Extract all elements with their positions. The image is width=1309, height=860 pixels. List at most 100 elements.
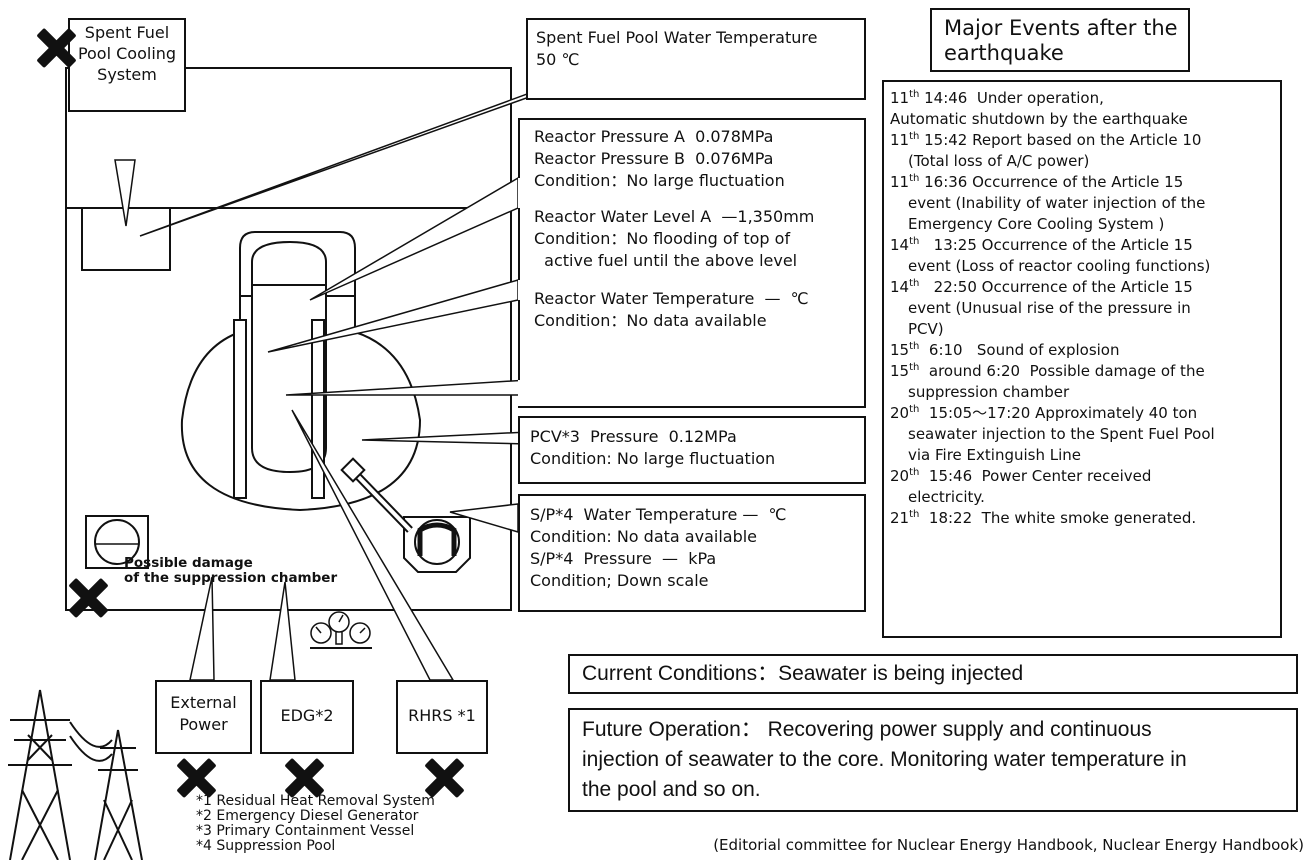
footnotes: *1 Residual Heat Removal System *2 Emerg… xyxy=(196,794,435,854)
event-text: 14:46 Under operation, xyxy=(919,89,1104,107)
reading-line: Condition：No data available xyxy=(534,311,767,330)
reading-line: Reactor Water Level A —1,350mm xyxy=(534,207,815,226)
future-operation-box: Future Operation： Recovering power suppl… xyxy=(568,708,1298,812)
event-day-suffix: th xyxy=(909,404,920,415)
rhrs-callout: RHRS *1 xyxy=(396,680,488,754)
event-day: 20 xyxy=(890,404,910,422)
event-day: 14 xyxy=(890,236,910,254)
current-conditions-text: Current Conditions：Seawater is being inj… xyxy=(582,662,1024,685)
event-line: 14th 22:50 Occurrence of the Article 15 xyxy=(890,277,1276,298)
x-mark-icon xyxy=(36,28,76,68)
external-power-callout: External Power xyxy=(155,680,252,754)
event-day-suffix: th xyxy=(909,362,920,373)
event-line: 14th 13:25 Occurrence of the Article 15 xyxy=(890,235,1276,256)
events-title-box: Major Events after the earthquake xyxy=(930,8,1190,72)
event-day-suffix: th xyxy=(909,131,920,142)
x-mark-icon xyxy=(284,758,324,798)
reading-line xyxy=(534,192,864,206)
event-item: 11th 14:46 Under operation,Automatic shu… xyxy=(890,88,1276,130)
reading-line: 50 ℃ xyxy=(536,50,580,69)
callout-label-line: System xyxy=(97,65,157,84)
pcv-readings-box: PCV*3 Pressure 0.12MPa Condition: No lar… xyxy=(518,416,866,484)
events-list-box: 11th 14:46 Under operation,Automatic shu… xyxy=(882,80,1282,638)
reactor-pressure-vessel xyxy=(251,240,327,474)
event-text: 15:46 Power Center received xyxy=(919,467,1152,485)
event-day: 11 xyxy=(890,89,910,107)
reading-line: Condition：No flooding of top of xyxy=(534,229,791,248)
x-mark-icon xyxy=(176,758,216,798)
future-operation-line: injection of seawater to the core. Monit… xyxy=(582,748,1187,771)
event-day: 15 xyxy=(890,341,910,359)
callout-label-line: External xyxy=(170,693,237,712)
future-operation-line: the pool and so on. xyxy=(582,778,761,801)
event-continuation: event (Unusual rise of the pressure in xyxy=(908,299,1191,317)
event-continuation: (Total loss of A/C power) xyxy=(908,152,1090,170)
pointer-spent-fuel-cooling xyxy=(114,159,136,227)
events-title: earthquake xyxy=(944,41,1064,65)
current-conditions-box: Current Conditions：Seawater is being inj… xyxy=(568,654,1298,694)
future-operation-line: Future Operation： Recovering power suppl… xyxy=(582,718,1152,741)
event-line: 20th 15:46 Power Center received xyxy=(890,466,1276,487)
event-line: 11th 16:36 Occurrence of the Article 15 xyxy=(890,172,1276,193)
reading-line: Condition: No data available xyxy=(530,527,758,546)
events-list: 11th 14:46 Under operation,Automatic shu… xyxy=(890,88,1276,529)
footnote: *3 Primary Containment Vessel xyxy=(196,823,415,839)
footnote: *2 Emergency Diesel Generator xyxy=(196,808,419,824)
reading-line: PCV*3 Pressure 0.12MPa xyxy=(530,427,737,446)
power-tower-icon xyxy=(8,689,143,860)
event-continuation: Automatic shutdown by the earthquake xyxy=(890,110,1188,128)
footnote: *4 Suppression Pool xyxy=(196,838,336,854)
event-line: 15th 6:10 Sound of explosion xyxy=(890,340,1276,361)
reading-line: Condition; Down scale xyxy=(530,571,709,590)
reading-line: S/P*4 Pressure — kPa xyxy=(530,549,717,568)
event-day-suffix: th xyxy=(909,173,920,184)
event-day: 21 xyxy=(890,509,910,527)
event-continuation: suppression chamber xyxy=(908,383,1070,401)
event-line: 15th around 6:20 Possible damage of the xyxy=(890,361,1276,382)
event-line: 11th 15:42 Report based on the Article 1… xyxy=(890,130,1276,151)
reading-line: Condition: No large fluctuation xyxy=(530,449,776,468)
pointer-edg xyxy=(269,581,296,681)
note-line: of the suppression chamber xyxy=(124,570,338,586)
event-continuation: electricity. xyxy=(908,488,985,506)
callout-label-line: Pool Cooling xyxy=(77,44,177,63)
x-mark-icon xyxy=(68,578,108,618)
reading-line xyxy=(534,272,864,288)
reading-line: S/P*4 Water Temperature — ℃ xyxy=(530,505,787,524)
event-item: 11th 15:42 Report based on the Article 1… xyxy=(890,130,1276,172)
possible-damage-note: Possible damage of the suppression chamb… xyxy=(124,556,337,586)
sp-readings-box: S/P*4 Water Temperature — ℃ Condition: N… xyxy=(518,494,866,612)
event-line: 11th 14:46 Under operation, xyxy=(890,88,1276,109)
reading-line: Spent Fuel Pool Water Temperature xyxy=(536,28,818,47)
event-day-suffix: th xyxy=(909,509,920,520)
event-day: 11 xyxy=(890,173,910,191)
event-text: 16:36 Occurrence of the Article 15 xyxy=(919,173,1184,191)
event-day-suffix: th xyxy=(909,89,920,100)
event-day-suffix: th xyxy=(909,341,920,352)
event-continuation: event (Loss of reactor cooling functions… xyxy=(908,257,1211,275)
reading-line: Reactor Pressure A 0.078MPa xyxy=(534,127,774,146)
event-line: 20th 15:05〜17:20 Approximately 40 ton xyxy=(890,403,1276,424)
callout-label: RHRS *1 xyxy=(408,706,476,725)
event-continuation: via Fire Extinguish Line xyxy=(908,446,1081,464)
pressure-gauge-icon xyxy=(310,611,372,649)
event-text: around 6:20 Possible damage of the xyxy=(919,362,1205,380)
reading-line: Reactor Pressure B 0.076MPa xyxy=(534,149,774,168)
callout-label: EDG*2 xyxy=(280,706,334,725)
event-day-suffix: th xyxy=(909,236,920,247)
event-day: 20 xyxy=(890,467,910,485)
event-text: 22:50 Occurrence of the Article 15 xyxy=(919,278,1193,296)
event-continuation: PCV) xyxy=(908,320,944,338)
event-item: 15th 6:10 Sound of explosion xyxy=(890,340,1276,361)
event-day: 15 xyxy=(890,362,910,380)
callout-label-line: Spent Fuel xyxy=(84,23,170,42)
pointer-external-power xyxy=(189,576,215,681)
reading-line: active fuel until the above level xyxy=(534,251,798,270)
event-text: 15:42 Report based on the Article 10 xyxy=(919,131,1202,149)
reactor-readings-box: Reactor Pressure A 0.078MPa Reactor Pres… xyxy=(518,118,866,408)
event-text: 6:10 Sound of explosion xyxy=(919,341,1120,359)
event-text: 15:05〜17:20 Approximately 40 ton xyxy=(919,404,1198,422)
